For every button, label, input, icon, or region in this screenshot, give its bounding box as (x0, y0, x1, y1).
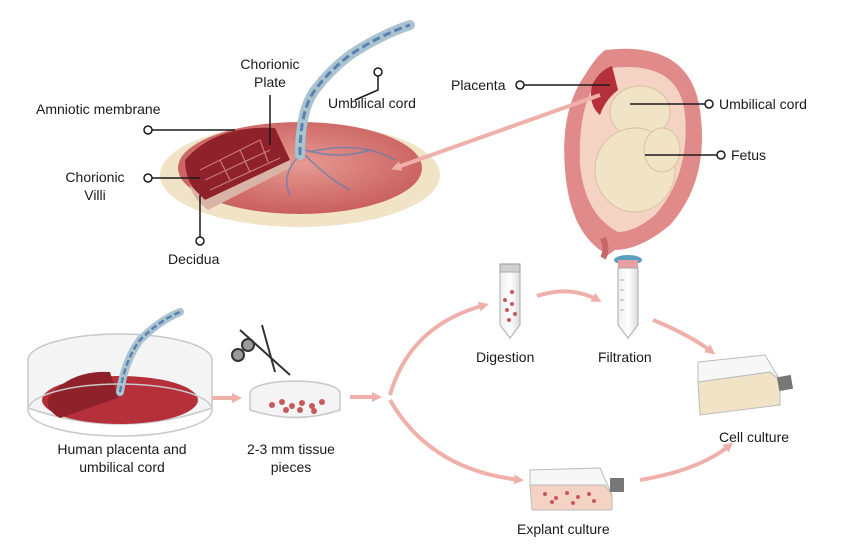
filtration-tube (614, 255, 642, 339)
petri-dish-with-placenta (27, 308, 213, 437)
uterus-with-fetus (564, 48, 702, 260)
villi-vessels (199, 139, 281, 191)
label-chorionic-plate: Chorionic Plate (240, 56, 300, 90)
label-umbilical-cord-right: Umbilical cord (719, 96, 807, 112)
uterus-leader-lines (524, 84, 717, 156)
label-human-placenta: Human placenta and umbilical cord (57, 441, 187, 475)
arrow-explant-to-cell-culture (639, 442, 734, 482)
arrow-to-explant (388, 399, 524, 485)
uterus-leader-endpoints (515, 80, 726, 160)
label-decidua: Decidua (168, 251, 220, 267)
zoom-arrow (391, 93, 601, 171)
label-placenta: Placenta (451, 77, 506, 93)
explant-culture-flask (529, 467, 624, 511)
label-cell-culture: Cell culture (719, 429, 790, 445)
label-digestion: Digestion (476, 349, 535, 365)
decidua-layer (190, 160, 290, 210)
tissue-pieces-dish (249, 380, 341, 419)
chorionic-villi-cutaway (185, 127, 290, 200)
arrow-filtration-to-cell-culture (652, 318, 716, 355)
label-amniotic-membrane: Amniotic membrane (36, 101, 161, 117)
umbilical-cord-vessel (298, 23, 411, 156)
placenta-leader-lines (148, 72, 379, 237)
cell-culture-flask (697, 354, 794, 416)
arrow-to-filtration (536, 289, 602, 302)
label-fetus: Fetus (731, 147, 767, 163)
label-filtration: Filtration (598, 349, 652, 365)
label-explant-culture: Explant culture (517, 521, 610, 537)
label-umbilical-cord-left: Umbilical cord (328, 95, 416, 111)
fetus-figure (594, 85, 681, 213)
label-chorionic-villi: Chorionic Villi (65, 169, 125, 203)
label-tissue-pieces: 2-3 mm tissue pieces (247, 441, 335, 475)
uterus-cervix (600, 236, 609, 260)
scissors-icon (231, 324, 291, 376)
arrow-to-digestion (388, 301, 489, 396)
digestion-tube (499, 263, 521, 339)
placenta-in-uterus (591, 66, 618, 115)
placenta-cross-section (160, 20, 440, 227)
placenta-leader-endpoints (143, 67, 383, 246)
